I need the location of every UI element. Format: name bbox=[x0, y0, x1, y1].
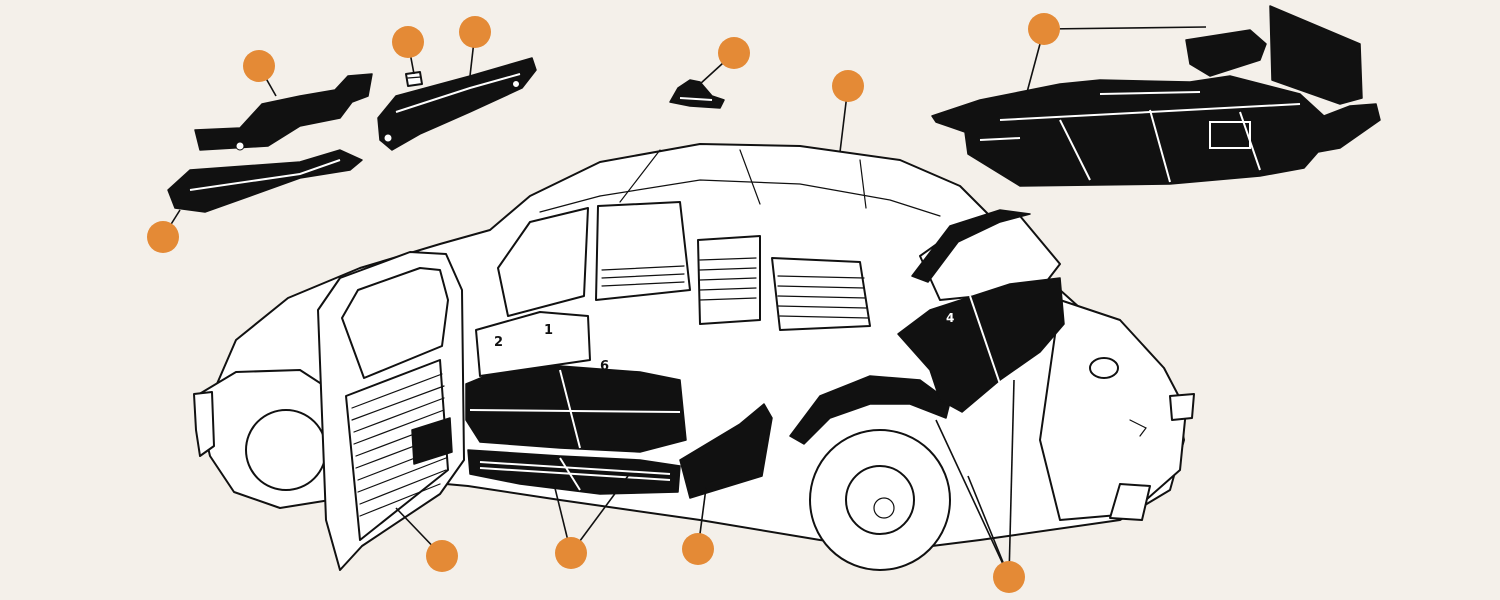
label-2: 2 bbox=[494, 335, 503, 350]
label-4: 4 bbox=[946, 311, 954, 325]
callout-dots bbox=[147, 13, 1060, 593]
callout-door-panel[interactable] bbox=[426, 540, 458, 572]
callout-rear-door-panel[interactable] bbox=[682, 533, 714, 565]
label-1: 1 bbox=[544, 323, 553, 338]
callout-bolt[interactable] bbox=[392, 26, 424, 58]
callout-rear-wheel-arch[interactable] bbox=[993, 561, 1025, 593]
callout-headliner[interactable] bbox=[832, 70, 864, 102]
callout-floor-mats[interactable] bbox=[555, 537, 587, 569]
rear-parcel-panel-part bbox=[377, 57, 537, 151]
callout-carpet-set[interactable] bbox=[1028, 13, 1060, 45]
carpet-set-part bbox=[931, 5, 1381, 187]
callout-seat-bracket[interactable] bbox=[718, 37, 750, 69]
car-body bbox=[193, 143, 1195, 571]
callout-front-side-panel[interactable] bbox=[243, 50, 275, 82]
front-side-panel-part bbox=[194, 73, 373, 151]
callout-rear-parcel-panel[interactable] bbox=[459, 16, 491, 48]
bolt-part bbox=[405, 71, 423, 87]
side-mat-part bbox=[167, 149, 363, 213]
seat-bracket-part bbox=[669, 79, 725, 109]
callout-side-mat[interactable] bbox=[147, 221, 179, 253]
label-6: 6 bbox=[600, 359, 609, 374]
